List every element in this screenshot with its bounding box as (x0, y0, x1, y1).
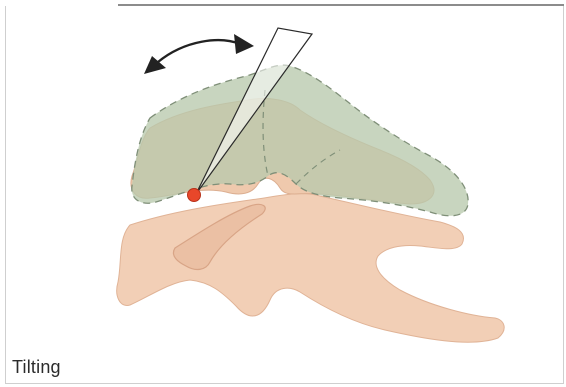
pivot-point-icon (188, 189, 201, 202)
figure-caption: Tilting (12, 356, 61, 378)
rotation-arrow-icon (144, 34, 254, 74)
